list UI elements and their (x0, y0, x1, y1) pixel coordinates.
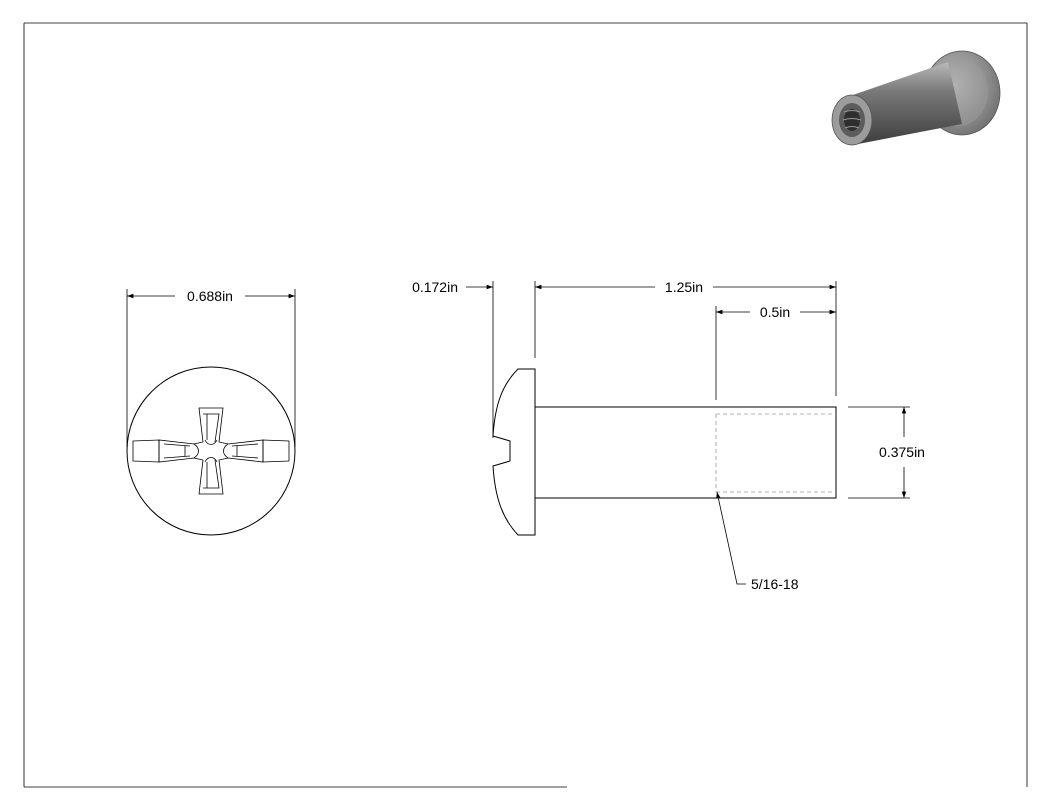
dimension-thread-depth: 0.5in (715, 304, 836, 400)
screw-head-profile (492, 368, 536, 536)
head-diameter-label: 0.688in (187, 288, 233, 304)
dimension-head-height: 0.172in (412, 279, 536, 438)
dimension-head-diameter: 0.688in (126, 288, 296, 447)
dimension-barrel-diameter: 0.375in (848, 406, 925, 499)
thread-callout: 5/16-18 (716, 491, 799, 592)
barrel-diameter-label: 0.375in (879, 444, 925, 460)
hidden-thread-lines (715, 413, 836, 493)
sheet-border (23, 22, 1028, 788)
thread-callout-label: 5/16-18 (751, 576, 799, 592)
side-view: 0.172in 1.25in 0.5in 0.375in 5/16-1 (412, 279, 925, 592)
isometric-preview (831, 50, 1001, 146)
front-view: 0.688in (126, 288, 296, 536)
overall-length-label: 1.25in (665, 279, 703, 295)
head-height-label: 0.172in (412, 279, 458, 295)
phillips-recess (132, 407, 290, 495)
thread-depth-label: 0.5in (760, 304, 790, 320)
barrel-body (534, 406, 837, 499)
dimension-overall-length: 1.25in (535, 279, 837, 396)
